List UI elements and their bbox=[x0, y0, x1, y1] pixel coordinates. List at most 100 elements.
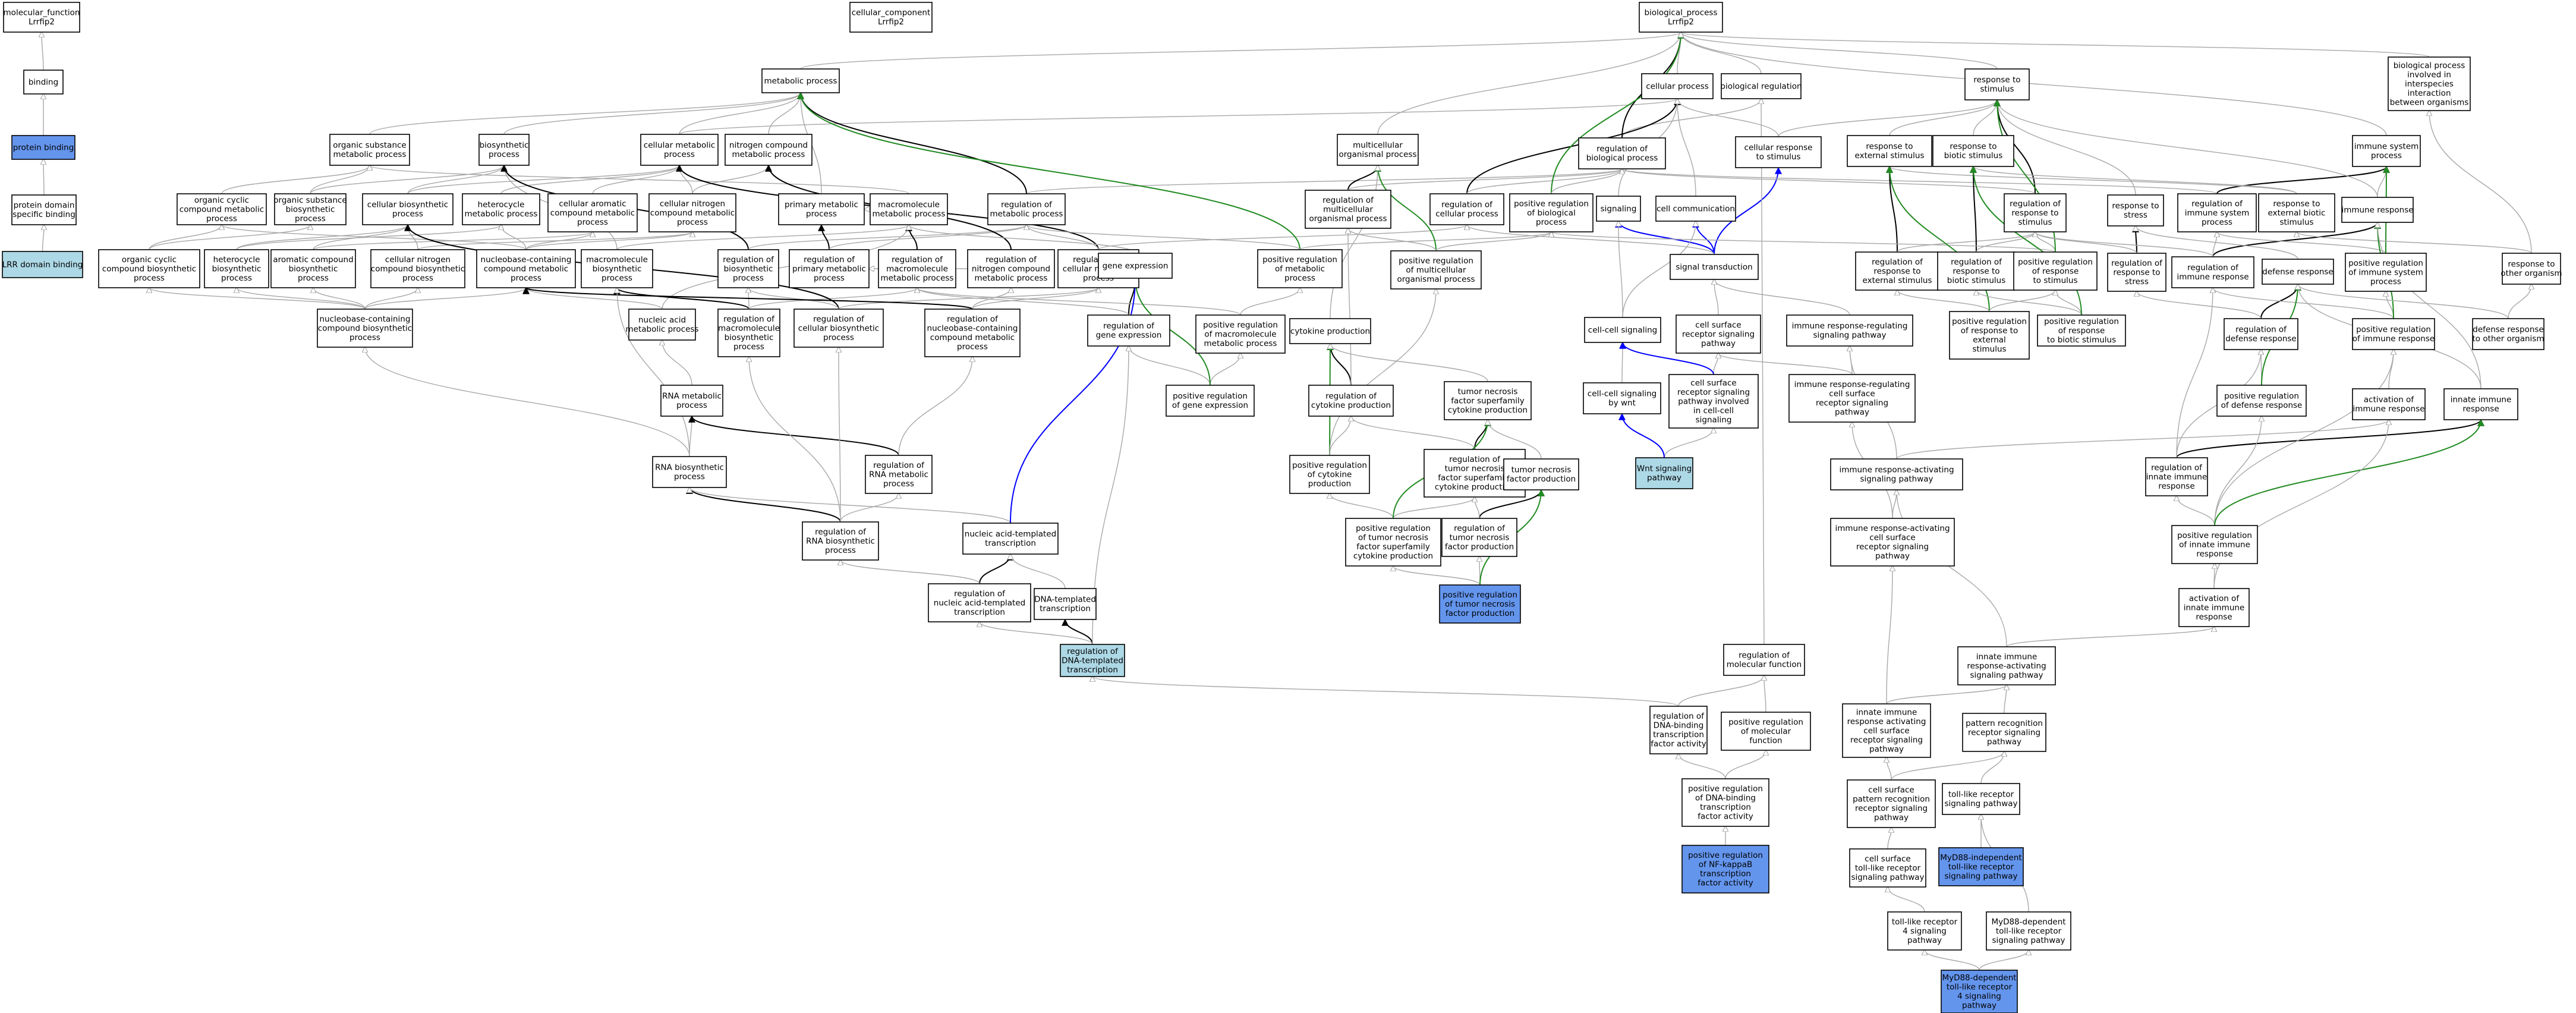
node-defresp[interactable]: defense response bbox=[2262, 259, 2334, 285]
node-cellproc[interactable]: cellular process bbox=[1641, 73, 1714, 99]
node-protbind[interactable]: protein binding bbox=[11, 135, 75, 160]
node-regnbcmp[interactable]: regulation ofnucleobase-containingcompou… bbox=[924, 309, 1021, 357]
node-metab[interactable]: metabolic process bbox=[761, 68, 840, 93]
node-regdbtf[interactable]: regulation ofDNA-bindingtranscriptionfac… bbox=[1649, 706, 1708, 754]
node-sigtrans[interactable]: signal transduction bbox=[1670, 254, 1759, 280]
node-signaling[interactable]: signaling bbox=[1596, 196, 1641, 222]
node-regmacbp[interactable]: regulation ofmacromoleculebiosyntheticpr… bbox=[717, 309, 780, 357]
node-binding[interactable]: binding bbox=[23, 70, 64, 95]
node-innirasp[interactable]: innate immuneresponse-activatingsignalin… bbox=[1957, 646, 2056, 685]
node-geneexp[interactable]: gene expression bbox=[1098, 253, 1173, 279]
node-bioreg[interactable]: biological regulation bbox=[1720, 73, 1802, 99]
node-lrr[interactable]: LRR domain binding bbox=[2, 251, 83, 278]
node-cellcell[interactable]: cell-cell signaling bbox=[1584, 317, 1661, 343]
